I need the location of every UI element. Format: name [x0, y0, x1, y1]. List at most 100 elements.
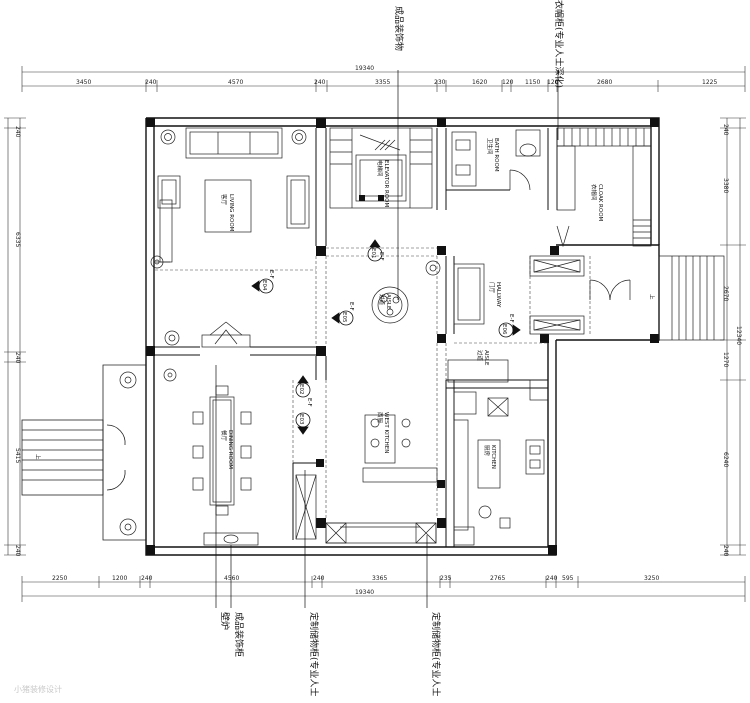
right-dimension-values: 240 3380 2670 1270 6240 240 12340: [722, 124, 742, 557]
left-dim-1: 240: [14, 126, 21, 138]
right-dim-4: 1270: [722, 352, 729, 367]
entrance-stair-up-label: 上: [648, 294, 656, 300]
aisle-label-en: AISLE: [385, 294, 391, 310]
elevation-marker-labels: E04 E05 E01 E02 E03 E06 E-F E-F E-F E-F …: [261, 248, 514, 425]
aisle-label-cn: 过道: [378, 294, 386, 306]
top-dim-10: 120: [547, 79, 559, 86]
top-dim-11: 2680: [597, 79, 612, 86]
floor-tag-1: E-F: [268, 270, 274, 279]
living-room-furniture: [156, 127, 310, 263]
cloak-room-label-en: CLOAK ROOM: [597, 184, 603, 222]
hallway-label-en: HALLWAY: [495, 282, 501, 308]
right-dim-2: 3380: [722, 178, 729, 193]
elevator-room-label-cn: 电梯间: [376, 160, 384, 177]
cabinet-boxes: [325, 522, 437, 544]
staircase: [329, 127, 433, 209]
fireplace: [201, 321, 251, 348]
top-dimension-lines: [21, 66, 746, 92]
annotation-cloak-cabinet: 衣帽柜(专业人士深化): [553, 0, 565, 88]
bottom-dim-5: 240: [313, 575, 325, 582]
annotation-storage-cabinet-2: 定制储物柜(专业人士: [430, 612, 442, 697]
entrance-area: [453, 255, 725, 341]
bottom-dim-3: 240: [141, 575, 153, 582]
top-total-dimension: 19340: [355, 65, 374, 72]
floor-tag-3: E-F: [378, 252, 384, 261]
right-total-dimension: 12340: [735, 326, 742, 345]
bottom-dim-11: 3250: [644, 575, 659, 582]
floor-tag-5: E-F: [508, 314, 514, 323]
right-dim-5: 6240: [722, 452, 729, 467]
top-dim-3: 4570: [228, 79, 243, 86]
bottom-dimension-lines: [21, 576, 746, 602]
terrace-stair-up-label: 上: [34, 454, 42, 460]
elevation-markers: [251, 239, 521, 435]
kitchen-label-en: KITCHEN: [490, 445, 496, 469]
aisle2-label-cn: 过道: [476, 350, 484, 362]
top-dimension-values: 3450 240 4570 240 3355 230 1620 120 1150…: [76, 79, 717, 86]
dining-room-label-en: DINING ROOM: [227, 430, 233, 469]
hallway-label-cn: 门厅: [488, 282, 496, 294]
aisle2-label-en: AISLE: [483, 350, 489, 366]
top-dim-2: 240: [145, 79, 157, 86]
bath-room-label-en: BATH ROOM: [493, 138, 499, 172]
annotation-storage-cabinet-1: 定制储物柜(专业人士: [308, 612, 320, 697]
elevation-tag-e05: E05: [341, 312, 347, 323]
top-dim-7: 1620: [472, 79, 487, 86]
west-kitchen-label-cn: 西厨: [376, 412, 383, 424]
top-dim-12: 1225: [702, 79, 717, 86]
elevation-tag-e02: E02: [298, 384, 304, 394]
elevator-door-marks: [359, 195, 384, 201]
left-dim-5: 240: [14, 545, 21, 557]
kitchen-fixtures: [447, 359, 549, 546]
bottom-dim-2: 1200: [112, 575, 127, 582]
bath-room-label-cn: 卫生间: [486, 138, 494, 155]
floor-tag-4: E-F: [306, 398, 312, 407]
structural-columns: [146, 118, 659, 555]
top-dim-1: 3450: [76, 79, 91, 86]
elevation-tag-e06: E06: [501, 324, 507, 335]
annotations: 成品装饰物 衣帽柜(专业人士深化) 壁炉 成品装饰柜 定制储物柜(专业人士 定制…: [219, 0, 565, 697]
top-dim-9: 1150: [525, 79, 540, 86]
bottom-dim-1: 2250: [52, 575, 67, 582]
left-dim-2: 6335: [14, 232, 21, 247]
elevation-tag-e01: E01: [370, 248, 376, 258]
bathroom-fixtures: [451, 129, 541, 191]
bottom-dimension-values: 2250 1200 240 4560 240 3365 235 2765 240…: [52, 575, 659, 596]
left-dimension-values: 240 6335 240 5415 240: [14, 126, 21, 557]
living-room-label-cn: 客厅: [220, 194, 228, 206]
bottom-dim-6: 3365: [372, 575, 387, 582]
left-dim-3: 240: [14, 352, 21, 364]
round-decor-table: [371, 286, 409, 324]
right-dim-6: 240: [722, 545, 729, 557]
bottom-dim-8: 2765: [490, 575, 505, 582]
elevation-tag-e04: E04: [261, 280, 267, 291]
bottom-dim-10: 595: [562, 575, 574, 582]
elevation-tag-e03: E03: [298, 414, 304, 425]
exterior-walls: [145, 117, 660, 556]
elevator-room-label-en: ELEVATOR ROOM: [383, 160, 389, 207]
bottom-total-dimension: 19340: [355, 589, 374, 596]
cloak-room-label-cn: 衣帽间: [590, 184, 598, 201]
watermark: 小猪装修设计: [14, 685, 62, 694]
annotation-decor-cabinet: 成品装饰柜: [233, 612, 245, 657]
cloak-room-cabinets: [556, 127, 652, 248]
opening-dashed-lines: [155, 247, 591, 518]
annotation-decor-top: 成品装饰物: [393, 6, 405, 51]
annotation-leaders: [215, 70, 559, 608]
kitchen-label-cn: 厨房: [483, 445, 491, 457]
bottom-dim-7: 235: [440, 575, 452, 582]
dining-room-label-cn: 餐厅: [220, 430, 228, 442]
floor-tag-2: E-F: [348, 302, 354, 311]
top-dim-6: 230: [434, 79, 446, 86]
left-dim-4: 5415: [14, 448, 21, 463]
bottom-dim-9: 240: [546, 575, 558, 582]
dining-table-set: [192, 385, 259, 546]
potted-plants: [119, 255, 441, 536]
top-dim-5: 3355: [375, 79, 390, 86]
annotation-fireplace: 壁炉: [219, 612, 231, 630]
top-dim-8: 120: [502, 79, 514, 86]
left-terrace: [21, 364, 146, 541]
west-kitchen-label-en: WEST KITCHEN: [383, 412, 389, 453]
left-dimension-lines: [4, 117, 26, 556]
